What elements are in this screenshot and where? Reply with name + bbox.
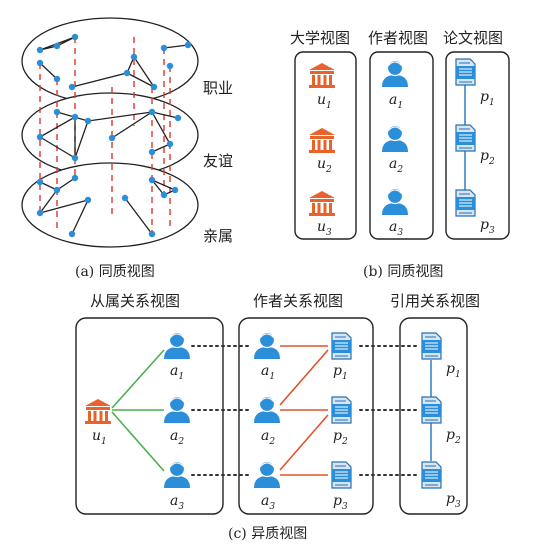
svg-text:u2: u2 bbox=[317, 156, 332, 175]
document-icon bbox=[331, 461, 352, 489]
svg-text:a3: a3 bbox=[261, 493, 275, 512]
svg-text:p1: p1 bbox=[446, 361, 461, 380]
document-icon bbox=[421, 332, 442, 360]
svg-text:p1: p1 bbox=[480, 89, 495, 108]
svg-text:a2: a2 bbox=[389, 156, 403, 175]
header-author-view: 作者视图 bbox=[368, 29, 428, 47]
svg-text:p3: p3 bbox=[333, 493, 348, 512]
cross-view-links bbox=[191, 345, 419, 476]
caption-a: (a) 同质视图 bbox=[75, 264, 155, 280]
svg-text:a2: a2 bbox=[170, 428, 184, 447]
document-icon bbox=[331, 396, 352, 424]
svg-text:a1: a1 bbox=[389, 92, 403, 111]
svg-text:u1: u1 bbox=[92, 428, 107, 447]
svg-text:p3: p3 bbox=[446, 491, 461, 510]
svg-text:a1: a1 bbox=[261, 363, 275, 382]
svg-text:a3: a3 bbox=[170, 493, 184, 512]
layer-ellipse-bottom bbox=[21, 162, 199, 248]
svg-text:p1: p1 bbox=[333, 363, 348, 382]
header-affiliation-view: 从属关系视图 bbox=[90, 292, 180, 310]
svg-text:p2: p2 bbox=[333, 428, 348, 447]
document-icon bbox=[331, 332, 352, 360]
panel-a-multiplex: 职业 友谊 亲属 (a) 同质视图 bbox=[21, 17, 233, 280]
document-icon bbox=[455, 124, 476, 152]
document-icon bbox=[421, 461, 442, 489]
affiliation-view-box bbox=[75, 317, 224, 515]
document-icon bbox=[455, 58, 476, 86]
svg-text:a2: a2 bbox=[261, 428, 275, 447]
svg-text:a3: a3 bbox=[389, 219, 403, 238]
svg-text:a1: a1 bbox=[170, 363, 184, 382]
header-paper-view: 论文视图 bbox=[443, 29, 503, 47]
svg-text:u1: u1 bbox=[317, 92, 332, 111]
authorship-edges bbox=[279, 345, 329, 476]
caption-b: (b) 同质视图 bbox=[363, 264, 443, 280]
layer-ellipse-top bbox=[21, 17, 199, 105]
panel-b-views: 大学视图 作者视图 论文视图 u1 u2 u3 a1 a2 a3 p1 p2 p… bbox=[290, 29, 510, 280]
panel-c-heterogeneous: 从属关系视图 作者关系视图 引用关系视图 bbox=[75, 292, 480, 542]
document-icon bbox=[421, 396, 442, 424]
layer-nodes bbox=[36, 33, 192, 238]
layer-label-kinship: 亲属 bbox=[203, 227, 233, 245]
svg-text:u3: u3 bbox=[317, 219, 332, 238]
svg-text:p2: p2 bbox=[480, 148, 495, 167]
header-authorship-view: 作者关系视图 bbox=[253, 292, 343, 310]
document-icon bbox=[455, 189, 476, 217]
svg-text:p3: p3 bbox=[480, 217, 495, 236]
svg-text:p2: p2 bbox=[446, 427, 461, 446]
layer-label-occupation: 职业 bbox=[203, 79, 233, 97]
header-citation-view: 引用关系视图 bbox=[390, 292, 480, 310]
layer-label-friendship: 友谊 bbox=[203, 152, 233, 170]
header-university-view: 大学视图 bbox=[290, 29, 350, 47]
affiliation-edges bbox=[111, 349, 165, 472]
caption-c: (c) 异质视图 bbox=[228, 526, 307, 542]
